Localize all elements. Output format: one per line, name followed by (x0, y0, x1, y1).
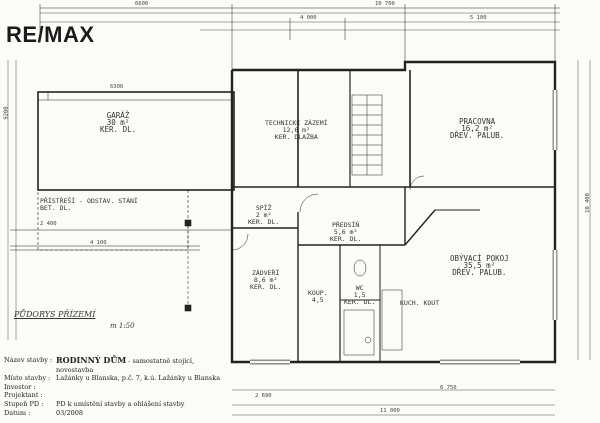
title-key: Projektant : (4, 391, 43, 400)
dim-top-2: 10 700 (375, 1, 395, 7)
remax-logo: RE/MAX (6, 22, 95, 47)
title-key: Stupeň PD : (4, 399, 44, 408)
title-key: Místo stavby : (4, 374, 51, 383)
title-row: Projektant : (4, 391, 226, 400)
room-pristresi: PŘÍSTŘEŠÍ - ODSTAV. STÁNÍ BET. DL. (40, 198, 138, 212)
dim-garage-width: 6300 (110, 84, 124, 90)
room-area: 8,6 m² (253, 276, 278, 284)
dim-top-3: 4 000 (300, 15, 317, 21)
title-key: Název stavby : (4, 356, 53, 364)
title-value-rest: - samostatně stojící, novostavba (56, 357, 195, 374)
title-row: Místo stavby : Lažánky u Blanska, p.č. 7… (4, 374, 226, 383)
title-value-bold: RODINNÝ DŮM (56, 355, 127, 365)
room-predsin: PŘEDSÍŇ 5,6 m² KER. DL. (330, 222, 361, 243)
title-row: Datum : 03/2008 (4, 409, 226, 418)
plan-title: PŮDORYS PŘÍZEMÍ (14, 310, 96, 319)
room-floor: KER. DL. (250, 283, 282, 291)
title-key: Datum : (4, 408, 31, 417)
room-name: KOUP. (308, 289, 328, 297)
room-floor: BET. DL. (40, 204, 72, 212)
room-area: 1,5 (353, 291, 366, 299)
dim-bottom-2: 6 750 (440, 385, 457, 391)
room-koup: KOUP. 4,5 (308, 290, 328, 304)
title-block: Název stavby : RODINNÝ DŮM - samostatně … (4, 356, 226, 417)
title-value: PD k umístění stavby a ohlášení stavby (56, 399, 185, 408)
title-value (56, 383, 226, 392)
room-floor: DŘEV. PALUB. (452, 268, 507, 277)
dim-pristresi-2: 4 100 (90, 240, 107, 246)
room-area: 5,6 m² (333, 228, 358, 236)
room-obyvaci: OBÝVACÍ POKOJ 35,5 m² DŘEV. PALUB. (450, 254, 509, 277)
plan-scale: m 1:50 (110, 322, 135, 330)
room-name: PŘEDSÍŇ (331, 221, 360, 229)
room-name: WC (355, 284, 364, 292)
room-wc: WC 1,5 KER. DL. (344, 285, 375, 306)
room-name: SPÍŽ (255, 204, 272, 212)
title-key: Investor : (4, 382, 36, 391)
room-floor: KER. DL. (100, 125, 137, 134)
dim-side-left: 9200 (3, 106, 10, 120)
room-area: 16,2 m² (461, 124, 493, 133)
room-pracovna: PRACOVNA 16,2 m² DŘEV. PALUB. (450, 117, 505, 140)
title-value: Lažánky u Blanska, p.č. 7, k.ú. Lažánky … (56, 374, 221, 383)
dim-top-1: 6600 (135, 1, 149, 7)
room-area: 2 m² (255, 211, 272, 219)
room-floor: KER. DLAŽBA (274, 133, 318, 141)
room-spiz: SPÍŽ 2 m² KER. DL. (248, 205, 279, 226)
dim-bottom-1: 2 690 (255, 393, 272, 399)
room-name: GARÁŽ (106, 111, 130, 120)
room-area: 4,5 (311, 296, 324, 304)
room-name: ZÁDVEŘÍ (251, 269, 280, 277)
room-name: TECHNICKÉ ZÁZEMÍ (265, 119, 328, 127)
title-value: 03/2008 (56, 408, 84, 417)
room-area: 30 m² (106, 118, 130, 127)
title-value: RODINNÝ DŮM - samostatně stojící, novost… (56, 356, 226, 374)
dim-bottom-total: 11 000 (380, 408, 400, 414)
title-value (56, 391, 226, 400)
title-row: Investor : (4, 383, 226, 392)
room-area: 12,6 m² (282, 126, 311, 134)
room-floor: KER. DL. (344, 298, 376, 306)
dim-top-4: 5 100 (470, 15, 487, 21)
room-name: PŘÍSTŘEŠÍ - ODSTAV. STÁNÍ (40, 197, 138, 205)
room-area: 35,5 m² (463, 261, 496, 270)
dim-side-right: 10 400 (584, 193, 591, 213)
room-kuch: KUCH. KOUT (400, 300, 439, 307)
room-zadveri: ZÁDVEŘÍ 8,6 m² KER. DL. (250, 270, 281, 291)
room-name: KUCH. KOUT (400, 299, 440, 307)
title-row: Název stavby : RODINNÝ DŮM - samostatně … (4, 356, 226, 374)
room-floor: KER. DL. (248, 218, 280, 226)
title-row: Stupeň PD : PD k umístění stavby a ohláš… (4, 400, 226, 409)
room-floor: DŘEV. PALUB. (450, 131, 505, 140)
room-garaz: GARÁŽ 30 m² KER. DL. (100, 111, 137, 134)
room-technicke: TECHNICKÉ ZÁZEMÍ 12,6 m² KER. DLAŽBA (265, 120, 328, 141)
room-name: PRACOVNA (459, 117, 496, 126)
room-name: OBÝVACÍ POKOJ (450, 254, 509, 263)
dim-pristresi-1: 2 400 (40, 221, 57, 227)
room-floor: KER. DL. (330, 235, 362, 243)
